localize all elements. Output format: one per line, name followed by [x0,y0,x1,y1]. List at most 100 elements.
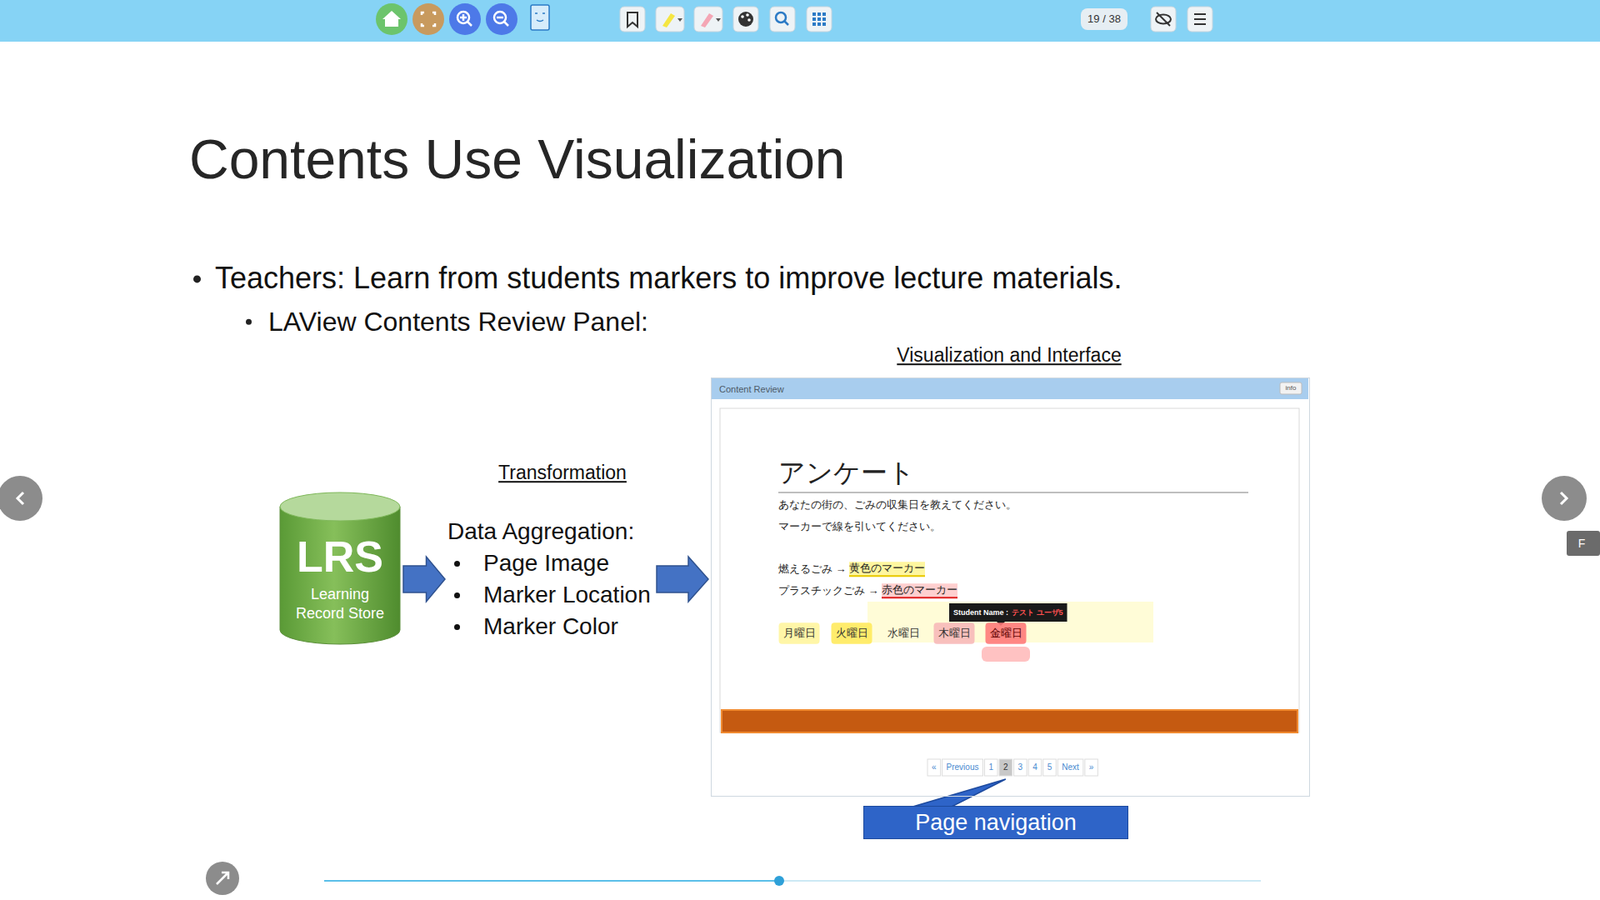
footer-bar [721,710,1298,733]
pagination-box [1014,759,1028,776]
zoom-in-icon [460,14,472,26]
toolbar-bar [0,0,1600,42]
expand-button [205,861,240,895]
heading-rule [778,491,1249,494]
day-chip: 月曜日 [783,626,816,640]
menu-button [1187,6,1213,32]
hide-button [1150,6,1176,32]
node-text: Content Review [711,378,1310,400]
callout-box: Page navigation [863,805,1129,840]
progress-track-done [324,880,780,882]
node-text: Page Image [447,547,655,580]
grid-button [806,6,832,32]
search-button [770,6,795,32]
node-text: LRS [296,535,384,579]
pagination-box [999,759,1013,776]
node-text: Marker Color [447,610,655,643]
section-label: Visualization and Interface [896,344,1121,368]
page-image-frame [720,408,1300,733]
pagination-box [1028,759,1042,776]
marker-haze [867,601,1154,643]
marker-haze [981,646,1030,662]
node-text: Learning Record Store [288,585,392,623]
block-arrow [403,556,445,602]
pagination-box [1085,759,1099,776]
tooltip-text: Student Name : [953,608,1009,618]
progress-track [779,880,1261,882]
pagination-box [927,759,941,776]
pagination-link: Previous [946,762,980,773]
panel-ground [710,377,1309,797]
block-arrow [656,556,709,602]
panel-header [710,377,1309,400]
pagination-link: 1 [988,762,994,773]
home-button [375,3,408,35]
hide-icon [1156,12,1170,26]
palette-icon [740,15,745,19]
menu-icon [1194,14,1206,25]
marker-highlight [934,622,975,645]
pink-marker-button [694,6,723,32]
page-counter: 19 / 38 [1087,12,1121,26]
pagination-link: 5 [1047,762,1053,773]
slide-title: Contents Use Visualization [189,126,846,193]
dropdown-caret [677,18,683,22]
fullscreen-icon [421,12,435,26]
marker-highlight [831,622,873,645]
callout-tail [910,779,1006,808]
zoom-out-button [485,3,518,35]
page-heading: アンケート [778,456,915,489]
pagination-box [1043,759,1057,776]
pagination-box [942,759,984,776]
page-text: あなたの街の、ごみの収集日を教えてください。 [778,498,1017,512]
palette-icon [745,13,750,17]
pagination-link: » [1089,762,1095,773]
tooltip-text: テスト ユーザ5 [1011,608,1064,618]
day-chip: 水曜日 [887,626,920,640]
prev-slide-button [0,475,43,521]
yellow-marker-button [655,6,685,32]
cylinder-top [280,492,400,521]
day-chip: 木曜日 [938,626,971,640]
palette-icon [738,11,754,27]
aggregation-list: Data Aggregation:Page ImageMarker Locati… [447,515,655,643]
node-text: Marker Location [447,579,655,611]
tooltip-box [949,603,1068,622]
sub-bullet-text: LAView Contents Review Panel: [241,305,649,338]
pagination-link: 3 [1018,762,1024,773]
palette-button [733,6,759,32]
day-chip: 火曜日 [835,626,869,640]
page-counter-box [1080,8,1128,30]
cylinder-body [280,506,400,645]
yellow-marker-icon [662,13,675,28]
pagination-link: Next [1061,762,1080,773]
fullscreen-button [412,3,445,35]
node-text: Data Aggregation: [447,515,655,548]
pagination-link: « [931,762,937,773]
side-tab [1566,530,1600,556]
pink-marker-icon [700,13,714,28]
pagination-box [984,759,998,776]
bookmark-button [620,6,645,32]
marker-highlight [985,622,1027,645]
page-text: マーカーで線を引いてください。 [778,520,941,534]
highlighted-text: 黄色のマーカー [849,561,925,577]
database-cylinder: LRS Learning Record Store [279,491,401,645]
button-label: info [1285,384,1297,393]
search-icon [784,20,789,25]
tab-label: F [1578,536,1586,551]
bookmark-icon [627,12,638,27]
node-text: Page navigation [915,809,1077,836]
next-slide-button [1541,475,1587,521]
zoom-in-button [449,3,481,35]
pagination-link: 4 [1032,762,1038,773]
progress-thumb [774,875,785,886]
page-text: 燃えるごみ → [778,562,847,576]
chevron-left [17,492,24,505]
pagination-box [1057,759,1084,776]
book-icon [530,5,550,30]
zoom-out-icon [496,17,509,26]
dropdown-caret [715,18,721,22]
bullet-text: Teachers: Learn from students markers to… [190,260,1122,296]
highlighted-text: 赤色のマーカー [881,583,958,599]
